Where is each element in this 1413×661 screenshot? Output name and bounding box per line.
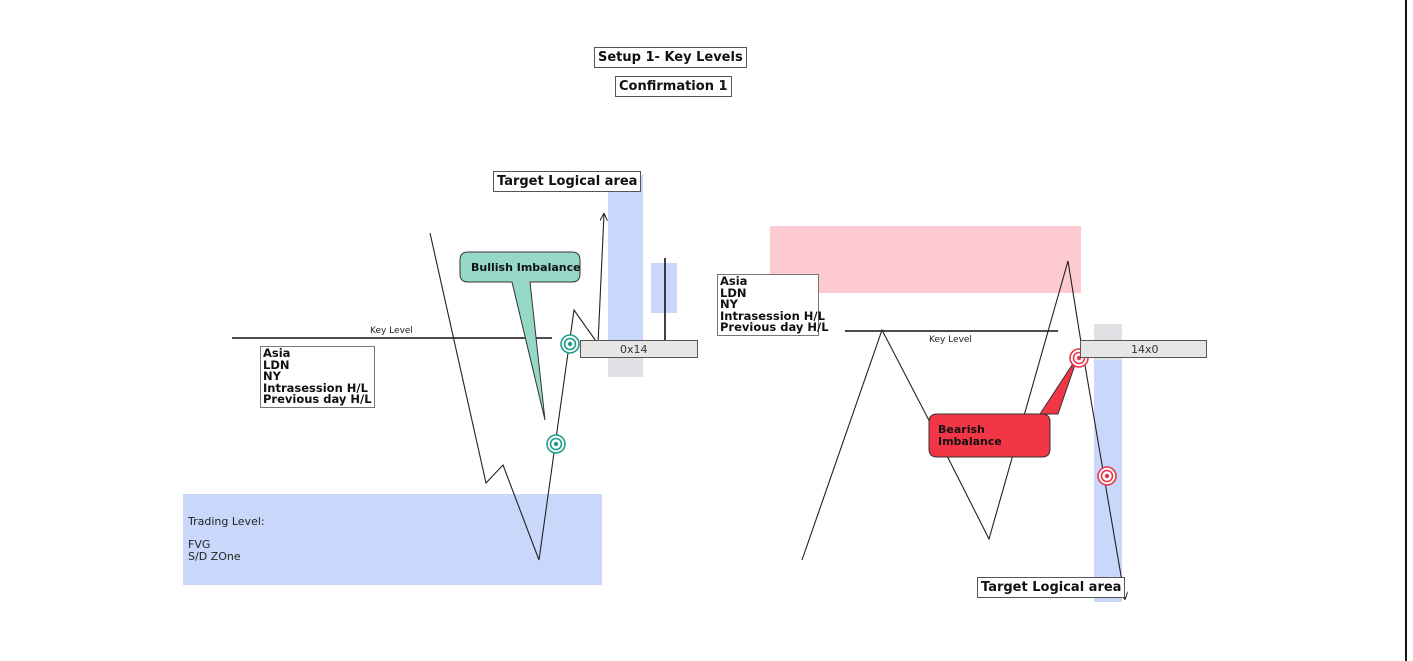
list-item: Previous day H/L [263, 392, 372, 406]
left-bullish-callout-label: Bullish Imbalance [471, 261, 581, 274]
left-entry-marker-icon[interactable] [560, 334, 580, 354]
callout-line: Bearish [938, 423, 985, 436]
callout-line: Imbalance [938, 434, 1002, 448]
left-measure-readout: 0x14 [580, 340, 698, 358]
left-levels-list: Asia LDN NY Intrasession H/L Previous da… [260, 346, 375, 408]
left-bullish-callout-shape[interactable] [459, 251, 581, 421]
right-key-level-label: Key Level [929, 335, 972, 345]
list-item: Asia [720, 274, 748, 288]
list-item: Previous day H/L [720, 320, 829, 334]
left-trading-level-zone [183, 494, 602, 585]
left-measure-value: 0x14 [620, 343, 648, 356]
list-item: LDN [263, 357, 290, 372]
left-target-label: Target Logical area [493, 171, 642, 192]
right-price-path [801, 260, 1125, 599]
list-item: LDN [720, 285, 747, 300]
right-confirmation-marker-icon[interactable] [1097, 466, 1117, 486]
right-measure-readout: 14x0 [1080, 340, 1207, 358]
list-item: Intrasession H/L [263, 380, 368, 395]
trading-level-title: Trading Level: [188, 515, 265, 528]
left-key-level-label: Key Level [370, 326, 413, 336]
list-item: Intrasession H/L [720, 308, 825, 323]
right-target-label: Target Logical area [977, 577, 1126, 598]
right-supply-zone [770, 226, 1081, 293]
right-bearish-callout-shape[interactable] [928, 355, 1079, 458]
page-title: Setup 1- Key Levels [594, 47, 747, 68]
list-item: NY [720, 297, 738, 311]
page-subtitle: Confirmation 1 [615, 76, 732, 97]
list-item: NY [263, 369, 281, 383]
right-levels-list: Asia LDN NY Intrasession H/L Previous da… [717, 274, 829, 336]
left-trading-level-text: Trading Level: FVG S/D ZOne [188, 516, 265, 562]
left-confirmation-marker-icon[interactable] [546, 434, 566, 454]
right-measure-value: 14x0 [1131, 343, 1159, 356]
right-target-zone [1094, 324, 1122, 602]
list-item: Asia [263, 346, 291, 360]
list-item: FVG [188, 538, 211, 551]
list-item: S/D ZOne [188, 549, 241, 563]
canvas-right-border [1405, 0, 1407, 661]
left-small-zone [651, 263, 677, 313]
right-bearish-callout-label: Bearish Imbalance [938, 424, 1002, 447]
